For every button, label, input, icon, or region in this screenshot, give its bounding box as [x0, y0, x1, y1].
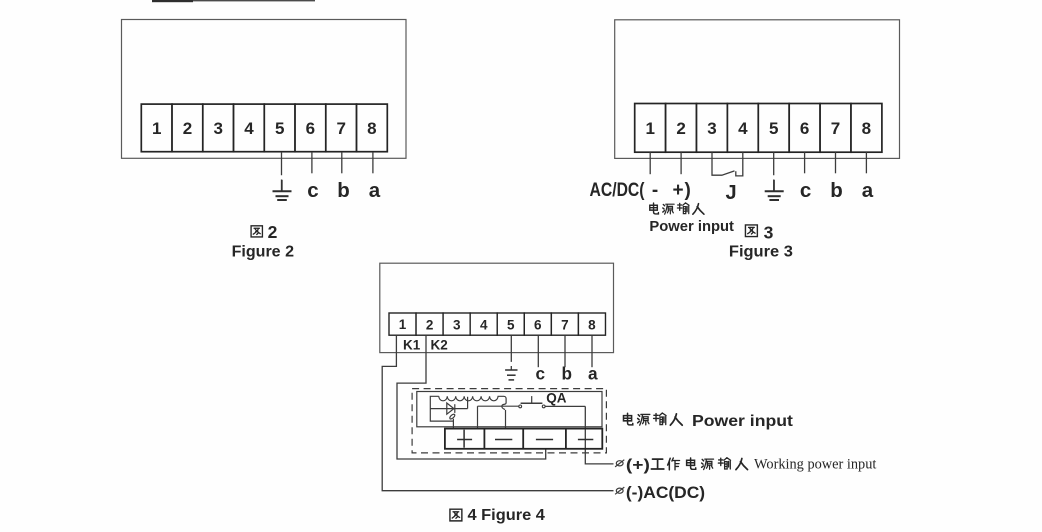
svg-text:1: 1: [645, 119, 654, 138]
svg-text:4: 4: [244, 119, 254, 138]
svg-text:3: 3: [707, 119, 716, 138]
svg-text:3: 3: [764, 222, 774, 242]
svg-text:c: c: [536, 364, 546, 384]
svg-text:6: 6: [306, 119, 315, 138]
svg-text:7: 7: [831, 119, 840, 138]
svg-text:Figure 3: Figure 3: [729, 244, 793, 261]
svg-text:5: 5: [507, 317, 515, 332]
svg-text:Working power input: Working power input: [754, 457, 877, 473]
svg-text:a: a: [588, 364, 598, 384]
svg-text:2: 2: [268, 222, 278, 242]
svg-text:b: b: [337, 179, 350, 202]
svg-text:QA: QA: [546, 390, 567, 405]
svg-text:b: b: [561, 364, 572, 384]
svg-text:c: c: [800, 179, 811, 202]
svg-text:1: 1: [152, 119, 161, 138]
svg-text:7: 7: [561, 317, 569, 332]
svg-text:a: a: [862, 179, 874, 202]
svg-text:5: 5: [275, 119, 284, 138]
svg-text:b: b: [830, 179, 843, 202]
svg-text:2: 2: [426, 317, 434, 332]
svg-text:(+): (+): [626, 457, 650, 474]
svg-text:8: 8: [367, 119, 376, 138]
svg-text:J: J: [725, 182, 736, 204]
svg-text:4: 4: [738, 119, 748, 138]
svg-text:6: 6: [800, 119, 809, 138]
svg-text:8: 8: [588, 317, 596, 332]
svg-text:Power input: Power input: [649, 219, 734, 235]
svg-text:3: 3: [453, 317, 461, 332]
svg-text:+: +: [672, 180, 683, 201]
svg-text:6: 6: [534, 317, 542, 332]
svg-text:8: 8: [862, 119, 871, 138]
svg-text:1: 1: [399, 317, 407, 332]
svg-text:3: 3: [213, 119, 222, 138]
svg-text:Figure 2: Figure 2: [232, 244, 294, 261]
svg-text:a: a: [369, 179, 381, 202]
svg-text:(-)AC(DC): (-)AC(DC): [626, 484, 705, 502]
svg-text:4 Figure 4: 4 Figure 4: [468, 507, 546, 524]
svg-text:K2: K2: [431, 337, 448, 352]
svg-text:K1: K1: [403, 337, 421, 352]
svg-text:2: 2: [183, 119, 192, 138]
svg-text:5: 5: [769, 119, 778, 138]
svg-text:AC/DC(: AC/DC(: [590, 180, 646, 201]
svg-text:c: c: [307, 179, 318, 202]
svg-text:-: -: [652, 180, 658, 201]
svg-text:2: 2: [676, 119, 685, 138]
svg-text:Power input: Power input: [692, 413, 794, 430]
svg-text:): ): [685, 180, 691, 201]
svg-text:7: 7: [336, 119, 345, 138]
svg-text:4: 4: [480, 317, 488, 332]
